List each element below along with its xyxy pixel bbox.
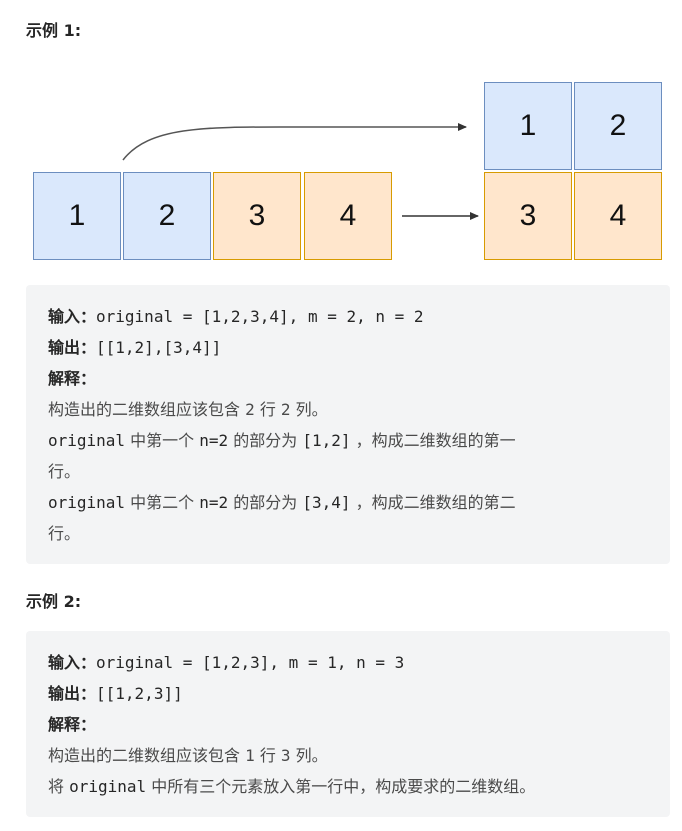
explain-code: original (48, 493, 126, 512)
curved-arrow (122, 123, 467, 161)
explain-line-4: original 中第二个 n=2 的部分为 [3,4] ，构成二维数组的第二 (48, 487, 648, 518)
explain-text: 将 (48, 777, 70, 796)
source-cell-4: 4 (304, 172, 392, 260)
explain-label: 解释： (48, 369, 97, 388)
input-label: 输入： (48, 307, 97, 326)
output-value: [[1,2,3]] (96, 684, 183, 703)
output-label: 输出： (48, 684, 97, 703)
explain-text: 中所有三个元素放入第一行中，构成要求的二维数组。 (146, 777, 536, 796)
explain-text: 中第一个 (125, 431, 200, 450)
source-cell-2: 2 (123, 172, 211, 260)
output-line: 输出：[[1,2],[3,4]] (48, 332, 648, 363)
explain-label-line: 解释： (48, 709, 648, 740)
explain-code: n=2 (199, 431, 229, 450)
source-cell-3: 3 (213, 172, 301, 260)
explain-text: 中第二个 (125, 493, 200, 512)
result-cell-r1c1: 1 (484, 82, 572, 170)
explain-text: 构造出的二维数组应该包含 (48, 746, 246, 765)
explain-line-2: 将 original 中所有三个元素放入第一行中，构成要求的二维数组。 (48, 771, 648, 802)
output-label: 输出： (48, 338, 97, 357)
example-1-heading: 示例 1: (26, 21, 82, 40)
explain-text: 列。 (290, 746, 328, 765)
explain-line-3: 行。 (48, 462, 81, 481)
explain-code: [3,4] (302, 493, 351, 512)
reshape-diagram: 1 2 3 4 1 2 3 4 (0, 70, 682, 270)
input-value: original = [1,2,3,4], m = 2, n = 2 (96, 307, 424, 326)
input-value: original = [1,2,3], m = 1, n = 3 (96, 653, 405, 672)
explain-code: [1,2] (302, 431, 351, 450)
explain-label-line: 解释： (48, 363, 648, 394)
explain-text: ，构成二维数组的第一 (350, 431, 516, 450)
output-line: 输出：[[1,2,3]] (48, 678, 648, 709)
input-line: 输入：original = [1,2,3], m = 1, n = 3 (48, 647, 648, 678)
diagram-arrows (122, 123, 479, 220)
explain-n-value: 3 (280, 746, 291, 765)
explain-label: 解释： (48, 715, 97, 734)
explain-m-value: 2 (245, 400, 255, 419)
explain-m-value: 1 (245, 746, 255, 765)
input-label: 输入： (48, 653, 97, 672)
example-2-heading: 示例 2: (26, 592, 82, 611)
explain-text: 的部分为 (228, 431, 303, 450)
explain-code: original (48, 431, 126, 450)
result-cell-r1c2: 2 (574, 82, 662, 170)
input-line: 输入：original = [1,2,3,4], m = 2, n = 2 (48, 301, 648, 332)
explain-code: original (69, 777, 147, 796)
explain-line-1: 构造出的二维数组应该包含 2 行 2 列。 (48, 394, 648, 425)
source-cell-1: 1 (33, 172, 121, 260)
result-cell-r2c1: 3 (484, 172, 572, 260)
explain-line-5: 行。 (48, 524, 81, 543)
explain-text: 行 (254, 400, 281, 419)
explain-text: ，构成二维数组的第二 (350, 493, 516, 512)
example-2-code-block: 输入：original = [1,2,3], m = 1, n = 3 输出：[… (26, 631, 670, 817)
explain-line-1: 构造出的二维数组应该包含 1 行 3 列。 (48, 740, 648, 771)
output-value: [[1,2],[3,4]] (96, 338, 222, 357)
explain-text: 行 (254, 746, 281, 765)
explain-code: n=2 (199, 493, 229, 512)
example-1-code-block: 输入：original = [1,2,3,4], m = 2, n = 2 输出… (26, 285, 670, 564)
explain-text: 列。 (290, 400, 328, 419)
explain-line-2: original 中第一个 n=2 的部分为 [1,2] ，构成二维数组的第一 (48, 425, 648, 456)
explain-text: 构造出的二维数组应该包含 (48, 400, 246, 419)
explain-n-value: 2 (280, 400, 291, 419)
explain-text: 的部分为 (228, 493, 303, 512)
result-cell-r2c2: 4 (574, 172, 662, 260)
